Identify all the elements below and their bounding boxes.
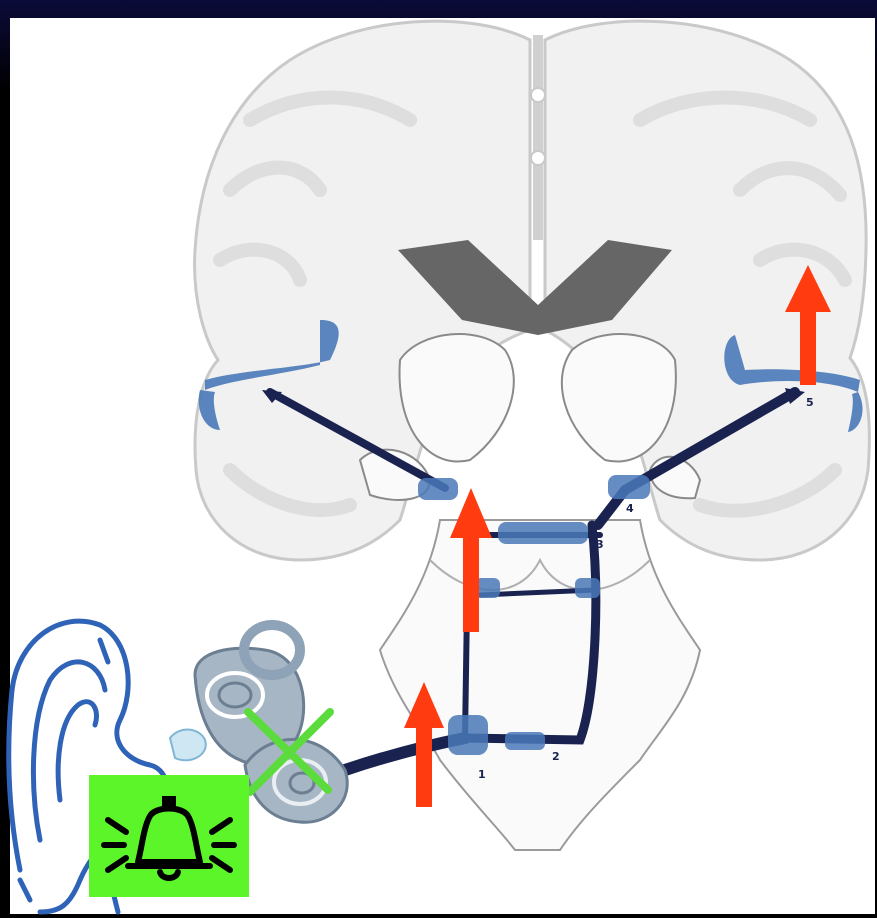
bell-ringing-badge: [89, 775, 249, 897]
fissure-node: [531, 88, 545, 102]
label-thalamus: 4: [626, 502, 634, 515]
fissure-node: [531, 151, 545, 165]
label-brainstem: 2: [552, 750, 560, 763]
label-cortex: 5: [806, 396, 814, 409]
label-nucleus: 1: [478, 768, 486, 781]
label-midbrain: 3: [596, 538, 604, 551]
